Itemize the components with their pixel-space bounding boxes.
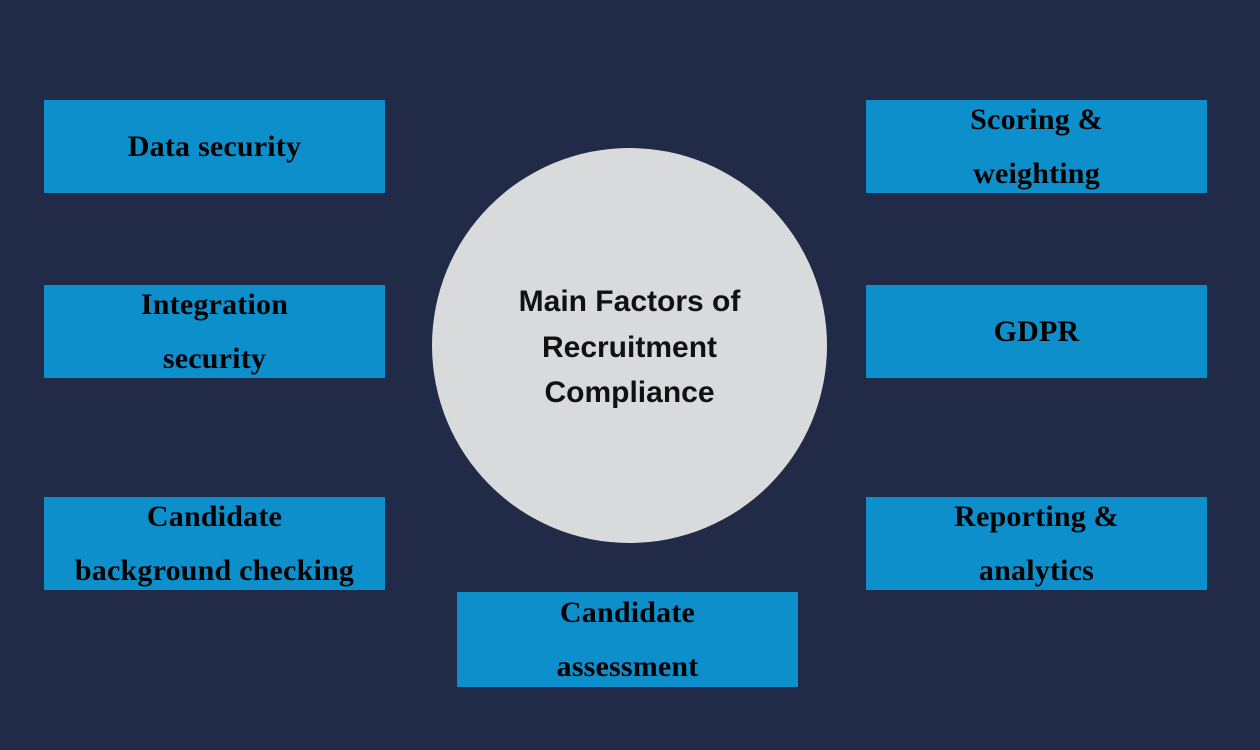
factor-label-gdpr: GDPR xyxy=(993,314,1080,348)
factor-label-candidate-assessment: Candidate assessment xyxy=(556,595,699,683)
center-circle-label: Main Factors of Recruitment Compliance xyxy=(518,285,741,410)
factor-box-candidate-background-checking[interactable]: Candidate background checking xyxy=(44,497,385,590)
factor-label-reporting-analytics: Reporting & analytics xyxy=(954,499,1119,587)
factor-label-candidate-background-checking: Candidate background checking xyxy=(74,499,355,587)
factor-box-reporting-analytics[interactable]: Reporting & analytics xyxy=(866,497,1207,590)
factor-label-integration-security: Integration security xyxy=(140,287,289,375)
factor-label-scoring-weighting: Scoring & weighting xyxy=(970,102,1103,190)
factor-box-gdpr[interactable]: GDPR xyxy=(866,285,1207,378)
center-circle: Main Factors of Recruitment Compliance xyxy=(432,148,827,543)
factor-box-scoring-weighting[interactable]: Scoring & weighting xyxy=(866,100,1207,193)
factor-label-data-security: Data security xyxy=(127,129,302,163)
factor-box-candidate-assessment[interactable]: Candidate assessment xyxy=(457,592,798,687)
factor-box-integration-security[interactable]: Integration security xyxy=(44,285,385,378)
factor-box-data-security[interactable]: Data security xyxy=(44,100,385,193)
